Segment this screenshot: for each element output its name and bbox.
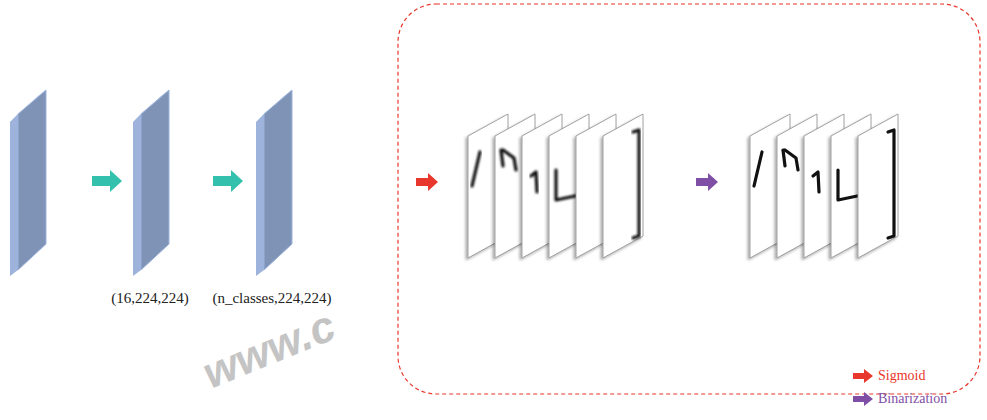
feature-slab — [133, 90, 169, 276]
watermark: www.c — [196, 300, 342, 398]
tensor-shape: (16,224,224) — [111, 290, 189, 307]
legend-arrow — [852, 369, 874, 383]
feature-slab — [10, 90, 46, 276]
teal-arrow — [213, 170, 243, 192]
legend-entry: Binarization — [852, 391, 947, 407]
binary-maps — [750, 114, 898, 258]
sigmoid-arrow — [416, 173, 438, 191]
probability-maps — [468, 114, 643, 258]
legend-entry: Sigmoid — [852, 368, 925, 384]
legend-label: Binarization — [878, 391, 947, 407]
feature-slab — [256, 90, 292, 276]
legend-label: Sigmoid — [878, 368, 925, 384]
binarization-arrow — [696, 173, 718, 191]
teal-arrow — [92, 170, 122, 192]
dashed-region — [398, 4, 980, 394]
legend-arrow — [852, 392, 874, 406]
